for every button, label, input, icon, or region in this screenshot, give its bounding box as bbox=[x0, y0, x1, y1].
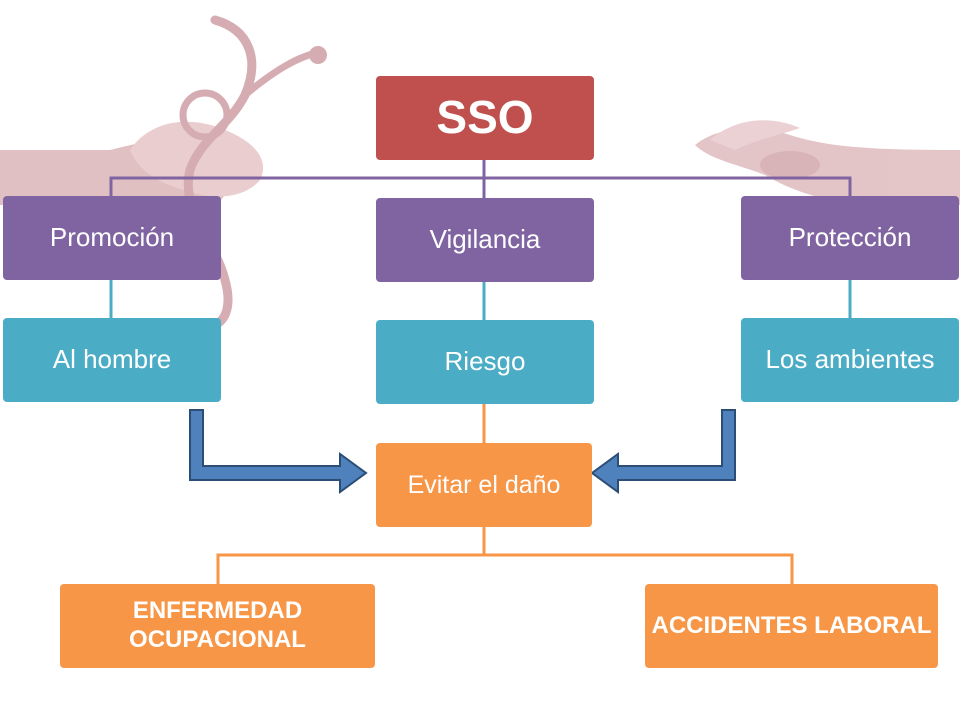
center-node-evitar-el-dano: Evitar el daño bbox=[376, 443, 592, 527]
tree-connectors bbox=[109, 160, 852, 584]
branch-node-vigilancia: Vigilancia bbox=[376, 198, 594, 282]
hand-illustration bbox=[695, 120, 960, 205]
branch-node-proteccion: Protección bbox=[741, 196, 959, 280]
child-node-riesgo: Riesgo bbox=[376, 320, 594, 404]
stethoscope-chestpiece bbox=[179, 89, 231, 141]
connector-root-branches bbox=[109, 176, 852, 196]
right-hand-shape bbox=[695, 128, 960, 205]
connector-outcomes-bar bbox=[216, 553, 794, 584]
arrow-hombre-to-evitar bbox=[189, 409, 368, 494]
stethoscope-tip bbox=[309, 46, 327, 64]
branch-node-promocion: Promoción bbox=[3, 196, 221, 280]
outcome-node-accidentes-laboral: ACCIDENTES LABORAL bbox=[645, 584, 938, 668]
child-node-al-hombre: Al hombre bbox=[3, 318, 221, 402]
arrow-ambientes-to-evitar bbox=[590, 409, 736, 494]
outcome-node-enfermedad-ocupacional: ENFERMEDAD OCUPACIONAL bbox=[60, 584, 375, 668]
root-node-sso: SSO bbox=[376, 76, 594, 160]
right-fingers-shape bbox=[710, 120, 800, 150]
right-object-shape bbox=[760, 151, 820, 179]
stethoscope-tube bbox=[183, 15, 257, 330]
flow-arrows bbox=[189, 409, 736, 494]
child-node-los-ambientes: Los ambientes bbox=[741, 318, 959, 402]
